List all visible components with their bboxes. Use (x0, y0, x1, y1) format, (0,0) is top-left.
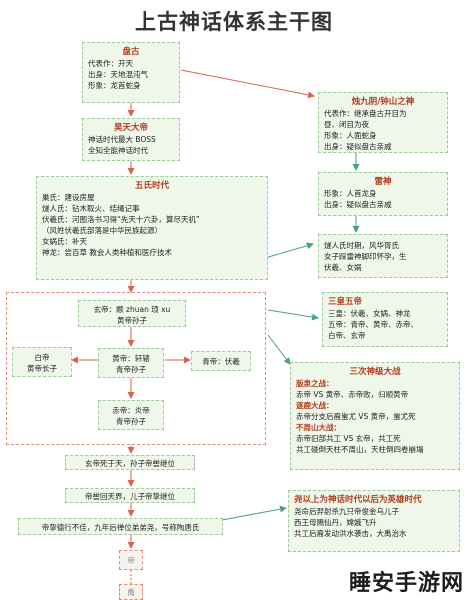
wushi-box: 五氏时代 巢氏：建设房屋 燧人氏：钻木取火、结绳记事 伏羲氏：河图洛书习得“先天… (36, 176, 268, 280)
wushi-heading: 五氏时代 (134, 181, 169, 191)
sanhuang-line: 三皇：伏羲、女娲、神龙 (328, 309, 411, 318)
wushi-line: 伏羲氏：河图洛书习得“先天十六卦，算尽天机” (42, 215, 200, 224)
suiren-note-line: 伏羲、女娲 (324, 263, 362, 272)
zhulong-line: 代表作：继承盘古开目为 (324, 109, 407, 118)
sanhuang-heading: 三皇五帝 (328, 297, 363, 307)
succession-box-3: 帝挚德行不佳，九年后禅位弟弟尧，号称陶唐氏 (18, 518, 223, 535)
baidi-line: 黄帝长子 (27, 364, 57, 373)
baidi-box: 白帝 黄帝长子 (12, 347, 72, 377)
five-emperors-group (6, 292, 266, 445)
xuandi-box: 玄帝：颛 zhuan 顼 xu 黄帝孙子 (78, 300, 186, 327)
faded-node-1: 帝 (119, 550, 143, 570)
sanci-battle-name: 版泉之战： (296, 379, 334, 388)
qingdi-line: 青帝：伏羲 (202, 357, 240, 366)
leishen-line: 形象：人首龙身 (324, 189, 377, 198)
page-title: 上古神话体系主干图 (135, 9, 333, 34)
hero-era-line: 西王母赐仙丹，嫦娥飞升 (294, 518, 377, 527)
succession-box-2: 帝喾回天界，儿子帝挚继位 (65, 488, 195, 503)
wushi-line: 女娲氏：补天 (42, 237, 87, 246)
leishen-line: 出身：疑似盘古亲戚 (324, 200, 392, 209)
pangu-line: 代表作：开天 (88, 59, 133, 68)
succession-line: 玄帝死于天，孙子帝喾继位 (85, 459, 175, 468)
pangu-box: 盘古 代表作：开天 出身：天地混沌气 形象：龙首蛇身 (82, 42, 180, 103)
sanci-line: 赤帝旧部共工 VS 玄帝，共工死 (296, 434, 401, 443)
leishen-box: 雷神 形象：人首龙身 出身：疑似盘古亲戚 (318, 172, 448, 216)
pangu-heading: 盘古 (122, 47, 140, 57)
huangdi-line: 青帝孙子 (116, 365, 146, 374)
baidi-line: 白帝 (34, 353, 50, 362)
suiren-note-line: 燧人氏时期，风华胥氏 (324, 241, 399, 250)
sanci-line: 共工碰倒天柱不周山，天柱倒四卷崩塌 (296, 445, 424, 454)
hero-era-line: 共工后裔发动洪水袭击，大禹治水 (294, 529, 407, 538)
qingdi-box: 青帝：伏羲 (191, 351, 251, 371)
watermark-text: 睡安手游网 (348, 571, 464, 596)
haotian-box: 昊天大帝 神话时代最大 BOSS 全知全能神话时代 (82, 118, 180, 161)
wushi-line: 神龙：尝百草 教会人类种植和医疗技术 (42, 248, 172, 257)
hero-era-line: 尧命后羿射杀九只帝俊金乌儿子 (294, 507, 399, 516)
wushi-line: （风姓伏羲氏部落是中华民族起源） (42, 226, 162, 235)
sanhuang-line: 白帝、玄帝 (328, 331, 366, 340)
sanhuang-line: 五帝：青帝、黄帝、赤帝、 (328, 320, 418, 329)
sanci-heading: 三次神级大战 (349, 367, 401, 377)
zhulong-line: 昼、闭目为夜 (324, 120, 369, 129)
sanci-battle-name: 逐鹿大战： (296, 401, 334, 410)
zhulong-box: 烛九阴/钟山之神 代表作：继承盘古开目为 昼、闭目为夜 形象：人面蛇身 出身：疑… (318, 92, 448, 153)
huangdi-box: 黄帝：轩辕 青帝孙子 (98, 348, 164, 378)
wushi-line: 巢氏：建设房屋 (42, 193, 95, 202)
faded-node-2: 禹 (119, 584, 143, 600)
pangu-line: 形象：龙首蛇身 (88, 81, 141, 90)
haotian-heading: 昊天大帝 (113, 123, 148, 133)
zhulong-line: 形象：人面蛇身 (324, 131, 377, 140)
chidi-line: 赤帝：炎帝 (112, 406, 150, 415)
sanci-line: 赤帝 VS 黄帝、赤帝败，归顺黄帝 (296, 390, 409, 399)
chidi-box: 赤帝：炎帝 青帝孙子 (98, 400, 164, 430)
hero-era-heading: 尧以上为神话时代以后为英雄时代 (294, 495, 422, 505)
succession-line: 帝挚德行不佳，九年后禅位弟弟尧，号称陶唐氏 (41, 523, 200, 532)
faded-node-label: 禹 (127, 588, 135, 597)
sanci-line: 赤帝分支后裔蚩尤 VS 黄帝，蚩尤死 (296, 412, 416, 421)
succession-box-1: 玄帝死于天，孙子帝喾继位 (65, 455, 195, 470)
xuandi-line: 黄帝孙子 (117, 316, 147, 325)
suiren-note-box: 燧人氏时期，风华胥氏 女子踩雷神脚印怀孕，生 伏羲、女娲 (318, 234, 448, 278)
hero-era-box: 尧以上为神话时代以后为英雄时代 尧命后羿射杀九只帝俊金乌儿子 西王母赐仙丹，嫦娥… (288, 490, 460, 552)
sanci-box: 三次神级大战 版泉之战： 赤帝 VS 黄帝、赤帝败，归顺黄帝 逐鹿大战： 赤帝分… (290, 362, 460, 470)
faded-node-label: 帝 (127, 556, 135, 565)
sanhuang-box: 三皇五帝 三皇：伏羲、女娲、神龙 五帝：青帝、黄帝、赤帝、 白帝、玄帝 (322, 292, 448, 347)
pangu-line: 出身：天地混沌气 (88, 70, 148, 79)
sanci-battle-name: 不周山大战： (296, 423, 341, 432)
xuandi-line: 玄帝：颛 zhuan 顼 xu (93, 305, 171, 314)
wushi-line: 燧人氏：钻木取火、结绳记事 (42, 204, 140, 213)
haotian-line: 全知全能神话时代 (88, 146, 148, 155)
leishen-heading: 雷神 (374, 177, 392, 187)
haotian-line: 神话时代最大 BOSS (88, 135, 156, 144)
huangdi-line: 黄帝：轩辕 (112, 354, 150, 363)
chidi-line: 青帝孙子 (116, 417, 146, 426)
succession-line: 帝喾回天界，儿子帝挚继位 (85, 492, 175, 501)
zhulong-heading: 烛九阴/钟山之神 (351, 97, 415, 107)
suiren-note-line: 女子踩雷神脚印怀孕，生 (324, 252, 407, 261)
zhulong-line: 出身：疑似盘古亲戚 (324, 142, 392, 151)
